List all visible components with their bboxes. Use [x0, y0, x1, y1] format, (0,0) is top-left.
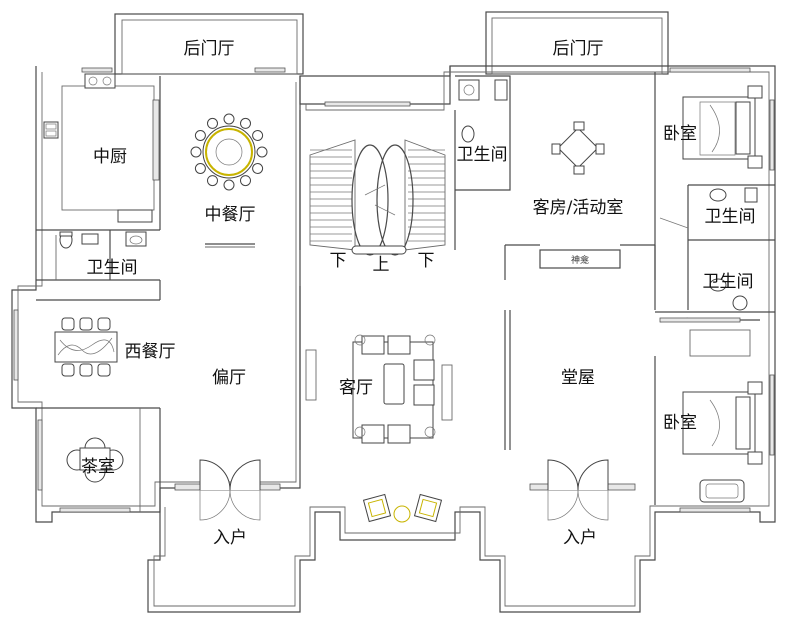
label-stair-up: 上 — [373, 255, 390, 275]
dining-chair — [256, 146, 268, 158]
label-stair-down-left: 下 — [330, 251, 347, 271]
label-living-room: 客厅 — [339, 378, 373, 398]
label-main-hall: 堂屋 — [561, 368, 595, 388]
dining-chair — [240, 117, 251, 129]
western-dining-table-icon — [54, 317, 118, 377]
label-entrance-right: 入户 — [563, 528, 597, 548]
label-kitchen: 中厨 — [93, 147, 127, 167]
label-side-hall: 偏厅 — [212, 368, 246, 388]
bath-sink-icon — [81, 233, 99, 245]
dining-chair — [207, 117, 218, 129]
tea-table-icon — [66, 437, 124, 483]
dining-chair — [252, 163, 264, 174]
label-shrine: 神龛 — [571, 254, 589, 266]
label-entrance-left: 入户 — [213, 528, 247, 548]
kitchen-appliance — [117, 209, 153, 223]
label-bath-right-top: 卫生间 — [705, 207, 756, 227]
label-dining: 中餐厅 — [205, 205, 256, 225]
kitchen-counter — [152, 99, 160, 181]
right-bath-fixtures — [659, 187, 758, 323]
label-guest-activity: 客房/活动室 — [533, 198, 624, 218]
sofa-set-icon — [352, 334, 436, 444]
label-bedroom-bottom: 卧室 — [663, 413, 697, 433]
bed-bottom-icon — [682, 381, 763, 503]
dining-chair — [240, 175, 251, 187]
bed-top-icon — [682, 85, 763, 169]
dining-chair — [223, 113, 235, 125]
dining-chair — [207, 175, 218, 187]
dining-chair — [194, 163, 206, 174]
bay-chairs-icon — [362, 493, 443, 523]
dining-chair — [223, 179, 235, 191]
center-bath-fixtures — [458, 79, 508, 143]
left-entrance-door-icon — [174, 459, 281, 521]
label-bath-left: 卫生间 — [87, 258, 138, 278]
right-entrance-door-icon — [529, 459, 636, 521]
label-back-hall-left: 后门厅 — [184, 39, 235, 59]
label-tea-room: 茶室 — [81, 457, 115, 477]
walls — [11, 11, 776, 613]
label-bedroom-top: 卧室 — [663, 124, 697, 144]
round-dining-table-icon — [190, 113, 268, 191]
dining-chair — [252, 130, 264, 141]
label-western-dining: 西餐厅 — [125, 342, 176, 362]
activity-table-icon — [551, 121, 605, 175]
window-marks — [13, 67, 775, 513]
dining-chair — [194, 130, 206, 141]
stove-icon — [84, 73, 116, 89]
washbasin-icon — [125, 231, 147, 247]
dining-chair — [190, 146, 202, 158]
staircase-icon — [309, 139, 446, 256]
label-stair-down-right: 下 — [418, 251, 435, 271]
label-bath-right-bottom: 卫生间 — [703, 272, 754, 292]
kitchen-sink-icon — [43, 121, 59, 139]
toilet-icon — [59, 231, 73, 249]
label-bath-center: 卫生间 — [457, 145, 508, 165]
label-back-hall-right: 后门厅 — [553, 39, 604, 59]
